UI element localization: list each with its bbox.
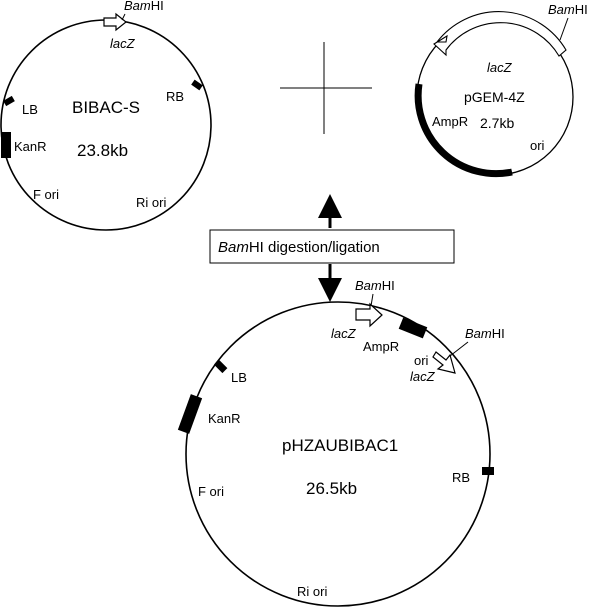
phzau-size: 26.5kb — [306, 479, 357, 498]
phzau-name: pHZAUBIBAC1 — [282, 436, 398, 455]
phzau-ampr-block — [398, 317, 428, 339]
pgem-ori-label: ori — [530, 138, 545, 153]
bibac-s-kanr-block — [1, 132, 11, 158]
phzau-rb-label: RB — [452, 470, 470, 485]
pgem-size: 2.7kb — [480, 115, 514, 131]
phzau-lacz-arrow-1 — [355, 302, 383, 328]
phzau-riori-label: Ri ori — [297, 584, 327, 599]
phzau-bamhi-label-2: BamHI — [465, 326, 505, 341]
pgem-ampr-label: AmpR — [432, 114, 468, 129]
plasmid-phzaubibac1: BamHI lacZ AmpR BamHI ori lacZ LB KanR p… — [177, 278, 505, 607]
phzau-fori-label: F ori — [198, 484, 224, 499]
phzau-lb-marker — [213, 359, 228, 374]
bibac-s-lacz-label: lacZ — [110, 36, 136, 51]
bibac-s-bamhi-pointer — [121, 13, 126, 21]
phzau-lacz-arrow-2 — [432, 351, 456, 374]
pgem-ampr-block — [414, 83, 513, 178]
plasmid-bibac-s: BamHI lacZ RB LB KanR BIBAC-S 23.8kb F o… — [0, 0, 212, 231]
pgem-bamhi-label: BamHI — [548, 2, 588, 17]
phzau-lacz-label-2: lacZ — [410, 369, 436, 384]
phzau-ori-label: ori — [414, 353, 429, 368]
bibac-s-fori-label: F ori — [33, 187, 59, 202]
phzau-bamhi-pointer-2 — [449, 341, 469, 357]
pgem-lacz-arrow — [433, 11, 567, 57]
plus-sign — [280, 42, 372, 134]
bibac-s-name: BIBAC-S — [72, 98, 140, 117]
phzau-kanr-label: KanR — [208, 411, 241, 426]
phzau-bamhi-pointer-1 — [370, 293, 374, 307]
phzau-bamhi-label-1: BamHI — [355, 278, 395, 293]
process-step: BamHI digestion/ligation — [209, 194, 455, 302]
pgem-lacz-label: lacZ — [487, 60, 513, 75]
bibac-s-kanr-label: KanR — [14, 139, 47, 154]
step-label: BamHI digestion/ligation — [218, 239, 380, 256]
bibac-s-size: 23.8kb — [77, 141, 128, 160]
bibac-s-bamhi-label: BamHI — [124, 0, 164, 13]
bibac-s-rb-label: RB — [166, 89, 184, 104]
phzau-lacz-label-1: lacZ — [331, 326, 357, 341]
phzau-ampr-label: AmpR — [363, 339, 399, 354]
step-box — [209, 229, 455, 264]
bibac-s-lb-marker — [3, 95, 15, 107]
pgem-bamhi-pointer — [559, 17, 569, 41]
phzau-lb-label: LB — [231, 370, 247, 385]
bibac-s-lacz-arrow — [103, 12, 127, 32]
pgem-name: pGEM-4Z — [464, 89, 525, 105]
phzau-backbone — [185, 301, 491, 607]
bibac-s-lb-label: LB — [22, 102, 38, 117]
phzau-kanr-block — [177, 394, 203, 434]
phzau-rb-marker — [482, 467, 494, 475]
bibac-s-riori-label: Ri ori — [136, 195, 166, 210]
bibac-s-rb-marker — [191, 79, 203, 91]
plasmid-pgem-4z: BamHI lacZ pGEM-4Z 2.7kb AmpR ori — [414, 2, 588, 178]
